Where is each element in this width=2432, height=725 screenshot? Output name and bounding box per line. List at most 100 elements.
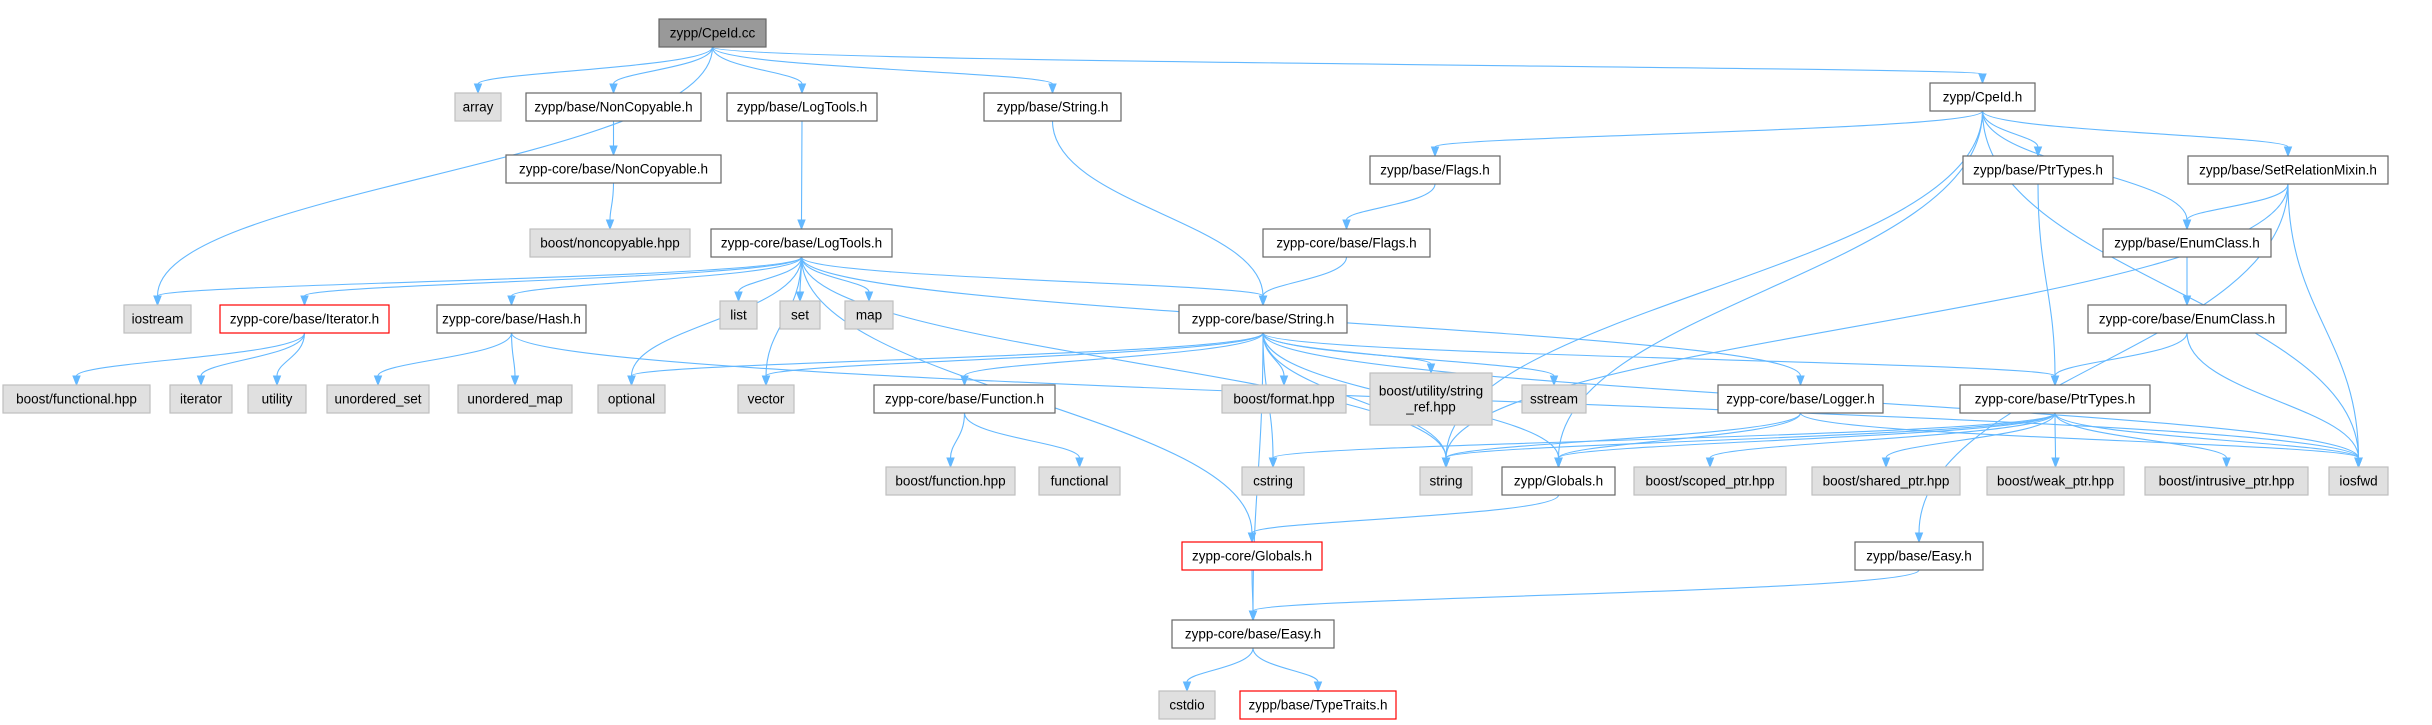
node-zypp-base-ptrtypes-h[interactable]: zypp/base/PtrTypes.h <box>1962 155 2114 185</box>
node-zypp-base-noncopyable-h[interactable]: zypp/base/NonCopyable.h <box>525 92 702 122</box>
node-zypp-base-easy-h[interactable]: zypp/base/Easy.h <box>1854 541 1984 571</box>
node-label: zypp-core/base/EnumClass.h <box>2099 312 2275 327</box>
node-zypp-core-base-hash-h[interactable]: zypp-core/base/Hash.h <box>436 304 587 334</box>
node-zypp-core-base-enumclass-h[interactable]: zypp-core/base/EnumClass.h <box>2087 304 2287 334</box>
node-zypp-core-base-ptrtypes-h[interactable]: zypp-core/base/PtrTypes.h <box>1959 384 2151 414</box>
edge-zypp-core-base-string-h-to-zypp-core-base-ptrtypes-h <box>1262 332 2060 387</box>
node-optional[interactable]: optional <box>597 384 666 414</box>
edge-zypp-core-base-ptrtypes-h-to-boost-shared-ptr-hpp <box>1881 412 2056 469</box>
node-cstdio[interactable]: cstdio <box>1158 690 1216 720</box>
node-zypp-base-logtools-h[interactable]: zypp/base/LogTools.h <box>726 92 878 122</box>
edge-zypp-base-ptrtypes-h-to-zypp-core-base-ptrtypes-h <box>2037 183 2060 387</box>
edge-zypp-cpeid-cc-to-zypp-cpeid-h <box>711 46 1987 85</box>
edge-zypp-core-base-ptrtypes-h-to-boost-scoped-ptr-hpp <box>1705 412 2056 469</box>
node-label: zypp/base/NonCopyable.h <box>534 100 692 115</box>
node-zypp-core-base-iterator-h[interactable]: zypp-core/base/Iterator.h <box>219 304 390 334</box>
node-label: functional <box>1051 474 1109 489</box>
node-zypp-base-string-h[interactable]: zypp/base/String.h <box>983 92 1122 122</box>
edge-zypp-base-setrelationmixin-h-to-iosfwd <box>2287 183 2363 469</box>
node-iosfwd[interactable]: iosfwd <box>2328 466 2389 496</box>
node-map[interactable]: map <box>844 300 894 330</box>
edge-zypp-base-easy-h-to-zypp-core-base-easy-h <box>1248 569 1920 622</box>
node-label: zypp-core/Globals.h <box>1192 549 1312 564</box>
node-set[interactable]: set <box>779 300 821 330</box>
node-vector[interactable]: vector <box>737 384 795 414</box>
node-zypp-base-flags-h[interactable]: zypp/base/Flags.h <box>1369 155 1501 185</box>
node-label: iostream <box>132 312 184 327</box>
node-label: cstring <box>1253 474 1293 489</box>
edge-zypp-cpeid-cc-to-array <box>473 46 714 95</box>
edge-layer <box>72 46 2363 693</box>
node-zypp-core-globals-h[interactable]: zypp-core/Globals.h <box>1181 541 1323 571</box>
node-zypp-base-enumclass-h[interactable]: zypp/base/EnumClass.h <box>2102 228 2272 258</box>
edge-zypp-base-logtools-h-to-zypp-core-base-logtools-h <box>797 120 806 231</box>
node-label: zypp-core/base/Easy.h <box>1185 627 1321 642</box>
edge-zypp-cpeid-h-to-zypp-base-flags-h <box>1430 110 1984 158</box>
edge-zypp-cpeid-cc-to-zypp-base-noncopyable-h <box>609 46 714 95</box>
node-zypp-cpeid-h[interactable]: zypp/CpeId.h <box>1929 82 2036 112</box>
edge-zypp-cpeid-cc-to-zypp-base-logtools-h <box>711 46 807 95</box>
node-unordered-map[interactable]: unordered_map <box>457 384 573 414</box>
node-zypp-base-typetraits-h[interactable]: zypp/base/TypeTraits.h <box>1239 690 1397 720</box>
node-label: boost/weak_ptr.hpp <box>1997 474 2114 489</box>
edge-zypp-core-base-ptrtypes-h-to-zypp-globals-h <box>1554 412 2056 469</box>
node-zypp-core-base-function-h[interactable]: zypp-core/base/Function.h <box>873 384 1056 414</box>
node-layer: zypp/CpeId.cc array zypp/base/NonCopyable.… <box>2 18 2389 720</box>
edge-zypp-core-base-easy-h-to-cstdio <box>1182 647 1254 693</box>
node-label: list <box>730 308 747 323</box>
node-boost-noncopyable-hpp[interactable]: boost/noncopyable.hpp <box>529 228 691 258</box>
node-label: zypp/base/LogTools.h <box>737 100 868 115</box>
node-cstring[interactable]: cstring <box>1241 466 1305 496</box>
node-label: zypp-core/base/String.h <box>1192 312 1335 327</box>
edge-zypp-core-base-iterator-h-to-boost-functional-hpp <box>72 332 306 387</box>
node-functional[interactable]: functional <box>1038 466 1121 496</box>
node-zypp-base-setrelationmixin-h[interactable]: zypp/base/SetRelationMixin.h <box>2187 155 2389 185</box>
edge-zypp-core-base-noncopyable-h-to-boost-noncopyable-hpp <box>605 182 615 231</box>
node-boost-scoped-ptr-hpp[interactable]: boost/scoped_ptr.hpp <box>1633 466 1787 496</box>
node-sstream[interactable]: sstream <box>1521 384 1587 414</box>
edge-zypp-cpeid-h-to-zypp-globals-h <box>1554 110 1984 469</box>
node-label: boost/scoped_ptr.hpp <box>1645 474 1774 489</box>
node-boost-format-hpp[interactable]: boost/format.hpp <box>1221 384 1347 414</box>
edge-zypp-core-base-logtools-h-to-zypp-core-base-string-h <box>800 256 1268 307</box>
node-zypp-core-base-flags-h[interactable]: zypp-core/base/Flags.h <box>1262 228 1431 258</box>
node-zypp-core-base-logger-h[interactable]: zypp-core/base/Logger.h <box>1717 384 1884 414</box>
node-unordered-set[interactable]: unordered_set <box>326 384 430 414</box>
node-zypp-core-base-easy-h[interactable]: zypp-core/base/Easy.h <box>1171 619 1335 649</box>
node-boost-functional-hpp[interactable]: boost/functional.hpp <box>2 384 151 414</box>
node-label: boost/format.hpp <box>1233 392 1334 407</box>
node-zypp-core-base-logtools-h[interactable]: zypp-core/base/LogTools.h <box>710 228 893 258</box>
edge-zypp-base-flags-h-to-zypp-core-base-flags-h <box>1342 183 1436 231</box>
node-boost-weak-ptr-hpp[interactable]: boost/weak_ptr.hpp <box>1986 466 2125 496</box>
node-zypp-cpeid-cc[interactable]: zypp/CpeId.cc <box>658 18 767 48</box>
node-boost-intrusive-ptr-hpp[interactable]: boost/intrusive_ptr.hpp <box>2144 466 2309 496</box>
node-label: optional <box>608 392 655 407</box>
edge-zypp-core-base-function-h-to-functional <box>963 412 1084 469</box>
node-list[interactable]: list <box>719 300 758 330</box>
edge-zypp-core-base-string-h-to-optional <box>627 332 1264 387</box>
node-label: _ref.hpp <box>1405 400 1456 415</box>
node-string[interactable]: string <box>1419 466 1473 496</box>
edge-zypp-core-base-iterator-h-to-iterator <box>196 332 306 387</box>
node-label: vector <box>748 392 785 407</box>
node-label: zypp/base/Easy.h <box>1866 549 1972 564</box>
node-boost-function-hpp[interactable]: boost/function.hpp <box>885 466 1016 496</box>
node-boost-utility-string-ref-hpp[interactable]: boost/utility/string_ref.hpp <box>1369 372 1493 426</box>
node-zypp-globals-h[interactable]: zypp/Globals.h <box>1501 466 1616 496</box>
edge-zypp-core-base-hash-h-to-unordered-set <box>373 332 513 387</box>
node-zypp-core-base-noncopyable-h[interactable]: zypp-core/base/NonCopyable.h <box>505 154 722 184</box>
edge-zypp-core-base-string-h-to-boost-utility-string-ref-hpp <box>1262 332 1436 375</box>
edge-zypp-cpeid-h-to-zypp-base-setrelationmixin-h <box>1981 110 2293 158</box>
node-zypp-core-base-string-h[interactable]: zypp-core/base/String.h <box>1178 304 1348 334</box>
node-boost-shared-ptr-hpp[interactable]: boost/shared_ptr.hpp <box>1811 466 1961 496</box>
node-label: map <box>856 308 882 323</box>
node-label: zypp/base/String.h <box>997 100 1109 115</box>
node-iterator[interactable]: iterator <box>169 384 233 414</box>
edge-zypp-core-base-enumclass-h-to-zypp-core-base-ptrtypes-h <box>2050 332 2188 387</box>
node-utility[interactable]: utility <box>247 384 307 414</box>
node-label: array <box>463 100 494 115</box>
node-label: zypp/base/SetRelationMixin.h <box>2199 163 2377 178</box>
node-array[interactable]: array <box>454 92 502 122</box>
node-label: zypp/base/EnumClass.h <box>2114 236 2260 251</box>
node-iostream[interactable]: iostream <box>123 304 192 334</box>
